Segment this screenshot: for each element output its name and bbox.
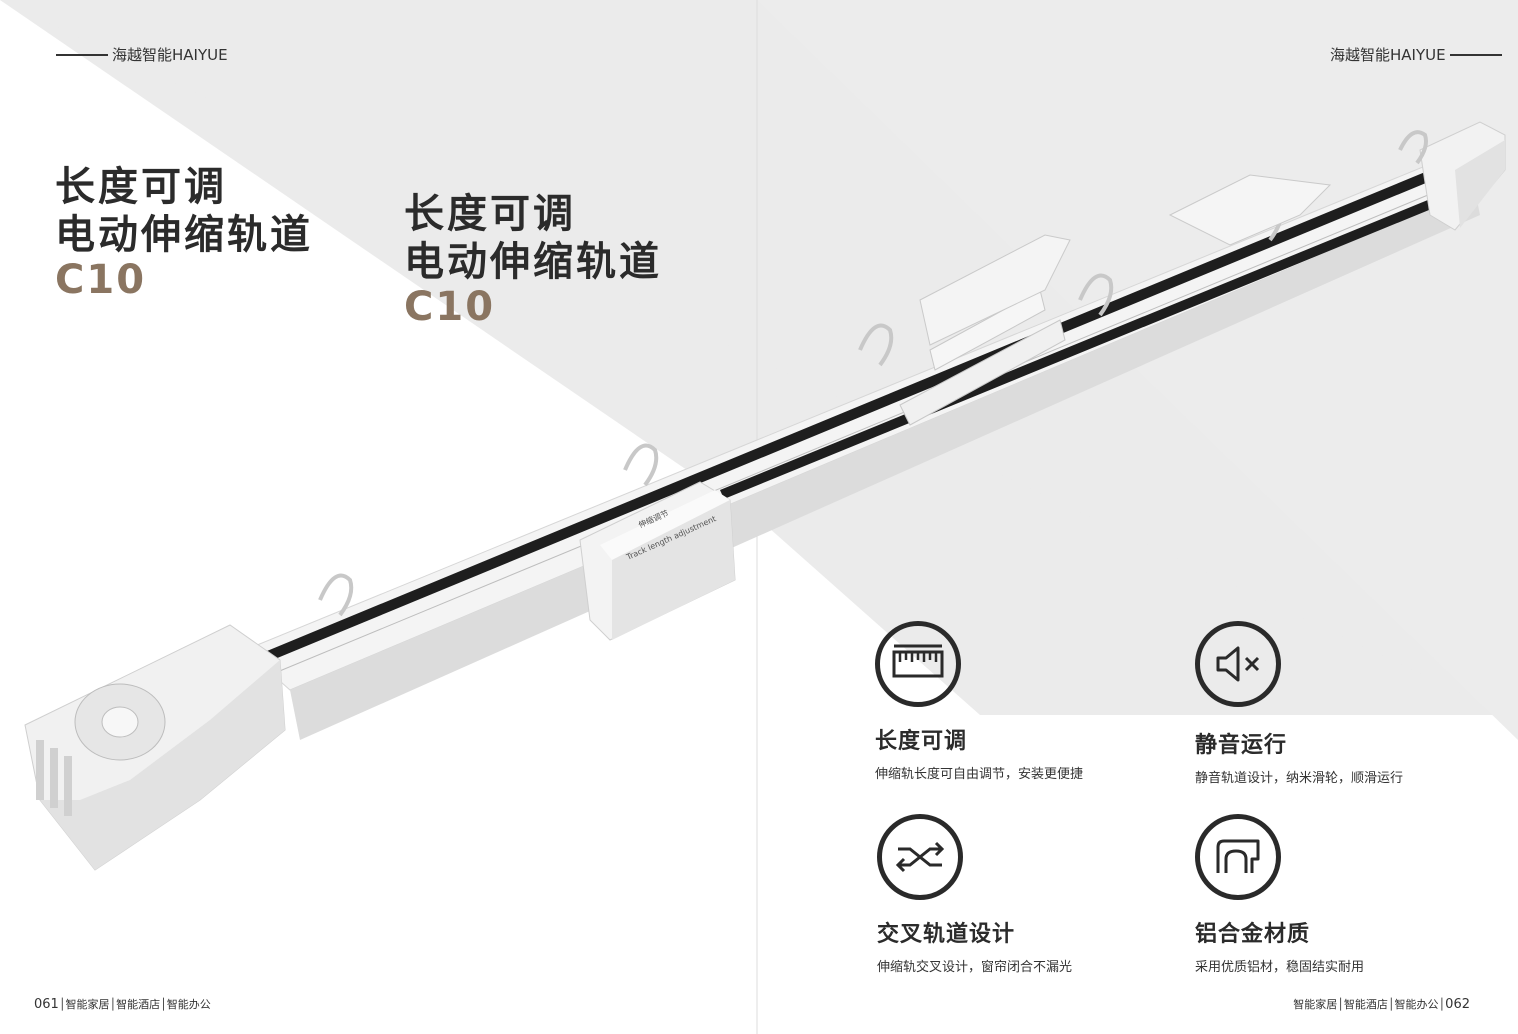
product-title-right: 长度可调 电动伸缩轨道 C10 (404, 190, 662, 328)
feature-title: 铝合金材质 (1195, 922, 1311, 947)
mute-speaker-icon-glyph (1216, 646, 1260, 682)
aluminum-profile-icon (1195, 814, 1281, 900)
title-line-1: 长度可调 (55, 164, 227, 210)
feature-title: 长度可调 (875, 729, 968, 754)
page-number: 061 (34, 997, 59, 1012)
mute-speaker-icon (1195, 621, 1281, 707)
footer-categories: 智能家居│智能酒店│智能办公 (65, 998, 211, 1011)
feature-title: 静音运行 (1195, 733, 1288, 758)
title-line-2: 电动伸缩轨道 (55, 212, 313, 258)
brand-header-right: 海越智能HAIYUE (1330, 44, 1502, 65)
title-line-1: 长度可调 (404, 191, 576, 237)
aluminum-profile-icon-glyph (1216, 839, 1260, 873)
title-line-2: 电动伸缩轨道 (404, 239, 662, 285)
feature-desc: 采用优质铝材，稳固结实耐用 (1195, 960, 1365, 975)
model-code: C10 (55, 257, 147, 303)
footer-categories: 智能家居│智能酒店│智能办公 (1293, 998, 1439, 1011)
feature-silent-operation: 静音运行 静音轨道设计，纳米滑轮，顺滑运行 (1195, 621, 1403, 786)
feature-length-adjustable: 长度可调 伸缩轨长度可自由调节，安装更便捷 (875, 621, 1083, 782)
feature-desc: 伸缩轨交叉设计，窗帘闭合不漏光 (877, 960, 1073, 975)
divider (56, 53, 108, 56)
brand-header-left: 海越智能HAIYUE (56, 44, 228, 65)
feature-title: 交叉轨道设计 (877, 922, 1016, 947)
brand-logo: 海越智能HAIYUE (1330, 46, 1446, 64)
feature-cross-track: 交叉轨道设计 伸缩轨交叉设计，窗帘闭合不漏光 (877, 814, 1072, 975)
feature-aluminum-material: 铝合金材质 采用优质铝材，稳固结实耐用 (1195, 814, 1364, 975)
cross-arrows-icon-glyph (895, 841, 945, 873)
product-title-left: 长度可调 电动伸缩轨道 C10 (55, 163, 313, 301)
brand-logo: 海越智能HAIYUE (112, 46, 228, 64)
divider (1449, 53, 1502, 56)
page-number: 062 (1445, 997, 1470, 1012)
feature-desc: 伸缩轨长度可自由调节，安装更便捷 (875, 767, 1084, 782)
ruler-icon (875, 621, 961, 707)
footer-left: 061│智能家居│智能酒店│智能办公 (34, 997, 211, 1012)
feature-desc: 静音轨道设计，纳米滑轮，顺滑运行 (1195, 771, 1404, 786)
cross-arrows-icon (877, 814, 963, 900)
footer-right: 智能家居│智能酒店│智能办公│062 (1293, 997, 1470, 1012)
ruler-icon-glyph (892, 644, 944, 678)
model-code: C10 (404, 284, 496, 330)
